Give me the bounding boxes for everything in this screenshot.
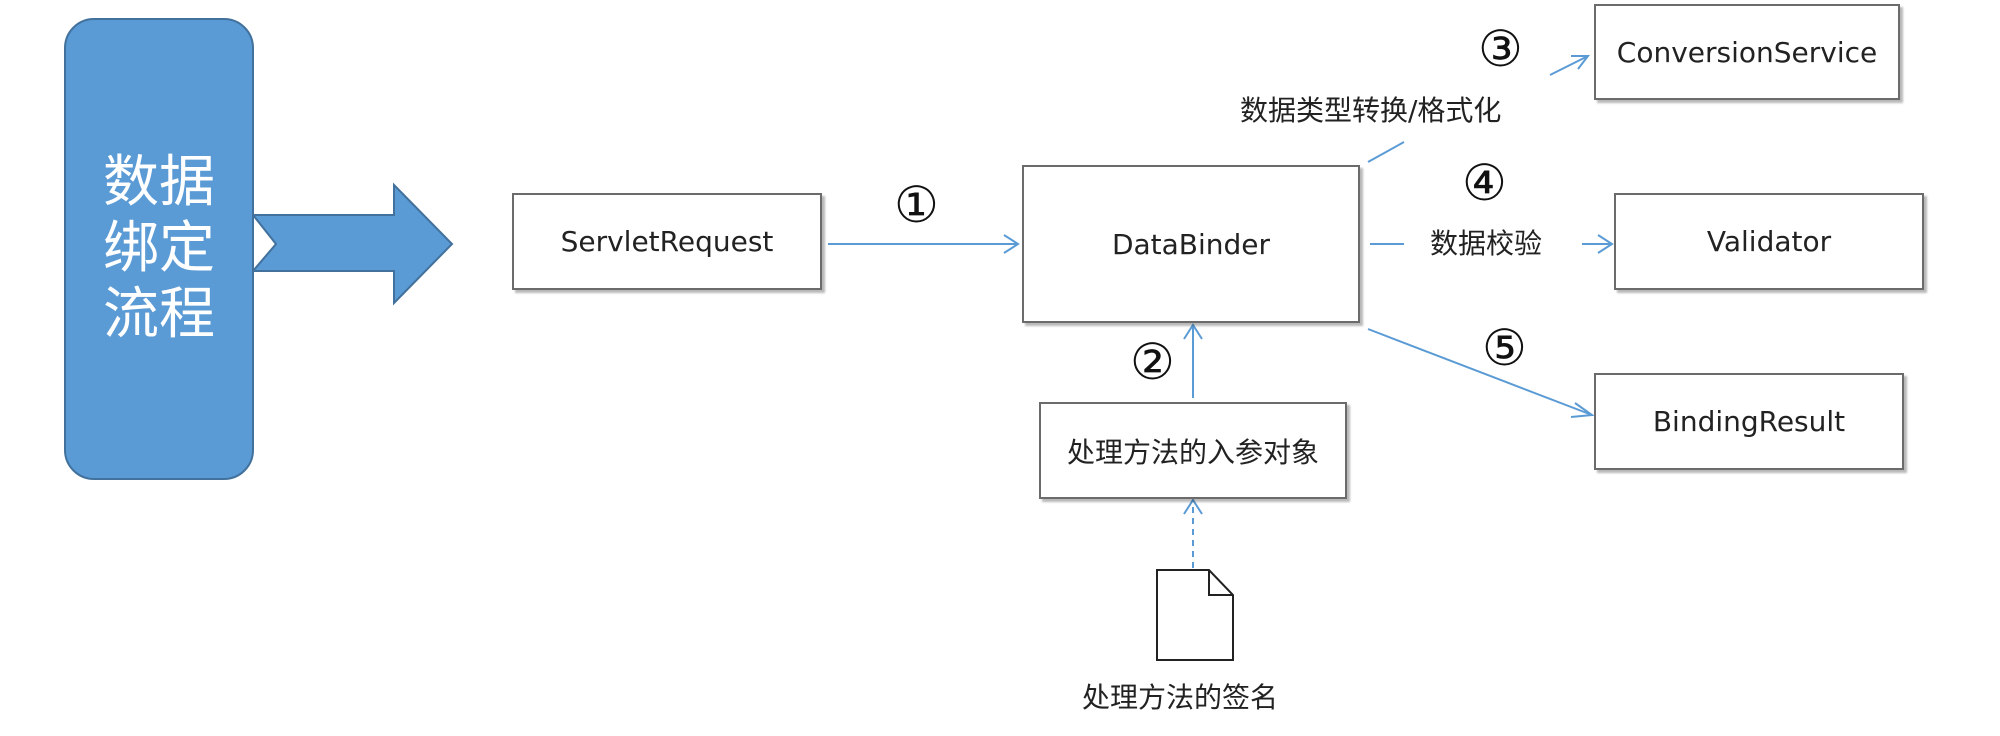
connector-signature-args — [1183, 498, 1203, 568]
step-4: ④ — [1462, 154, 1507, 212]
validation-label: 数据校验 — [1430, 227, 1543, 260]
step-3: ③ — [1478, 20, 1523, 78]
binding-result-box: BindingResult — [1594, 373, 1904, 470]
connector-binder-validator — [1370, 234, 1614, 254]
step-1: ① — [894, 176, 939, 234]
data-binder-box: DataBinder — [1022, 165, 1360, 323]
flow-title-block: 数据绑定流程 — [64, 18, 254, 480]
conversion-service-box: ConversionService — [1594, 4, 1900, 100]
servlet-request-box: ServletRequest — [512, 193, 822, 290]
flow-arrow — [250, 182, 454, 306]
connector-binder-result — [1367, 328, 1595, 418]
handler-args-box: 处理方法的入参对象 — [1039, 402, 1347, 499]
servlet-request-label: ServletRequest — [560, 225, 774, 258]
conversion-label: 数据类型转换/格式化 — [1240, 94, 1502, 127]
conversion-service-label: ConversionService — [1616, 35, 1878, 69]
step-2: ② — [1130, 333, 1175, 391]
handler-args-label: 处理方法的入参对象 — [1066, 435, 1319, 469]
data-binder-label: DataBinder — [1111, 227, 1271, 261]
connector-args-binder — [1183, 323, 1203, 398]
connector-request-binder — [828, 234, 1020, 254]
binding-result-label: BindingResult — [1652, 405, 1846, 438]
signature-label: 处理方法的签名 — [1082, 681, 1279, 714]
validator-box: Validator — [1614, 193, 1924, 290]
validator-label: Validator — [1706, 225, 1832, 258]
document-icon — [1156, 569, 1234, 661]
flow-title: 数据绑定流程 — [103, 150, 215, 347]
connector-binder-conversion — [1367, 55, 1591, 163]
step-5: ⑤ — [1482, 319, 1527, 377]
